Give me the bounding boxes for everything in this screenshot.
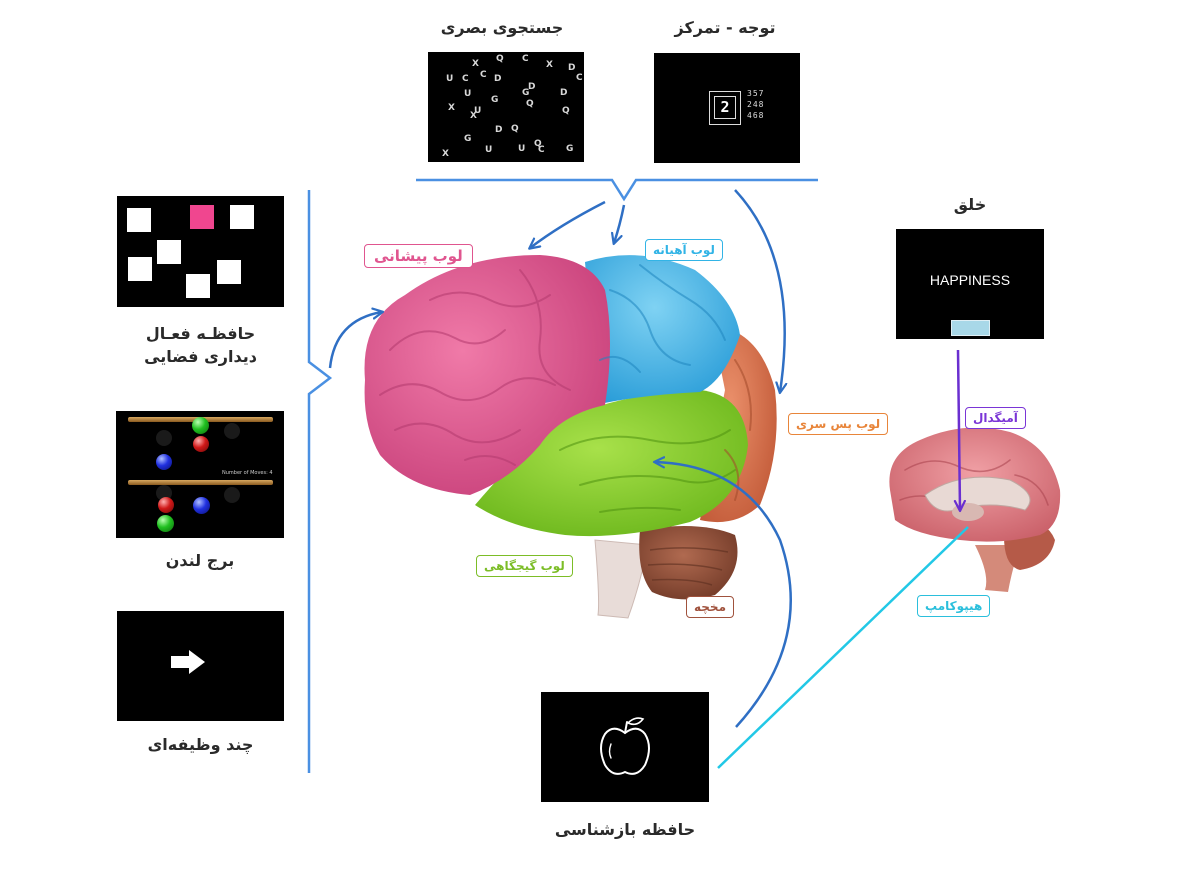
ball-red — [158, 497, 174, 513]
search-letter: D — [560, 88, 567, 98]
search-letter: G — [522, 88, 529, 98]
label-temporal-lobe: لوب گیجگاهی — [476, 555, 573, 577]
ball-green — [157, 515, 174, 532]
ball-black — [224, 423, 240, 439]
attention-caption: توجه - تمرکز — [674, 18, 776, 37]
search-letter: X — [442, 149, 449, 159]
spatial-memory-caption-line1: حافظـه فعـال — [145, 324, 256, 343]
left-bracket — [307, 190, 333, 773]
search-letter: G — [491, 95, 498, 105]
tower-of-london-panel: Number of Moves: 4 — [116, 411, 284, 538]
ball-green — [192, 417, 209, 434]
search-letter: D — [495, 125, 502, 135]
multitasking-caption: چند وظیفه‌ای — [147, 735, 254, 754]
recognition-memory-caption: حافظه بازشناسی — [554, 820, 696, 839]
search-letter: X — [546, 60, 553, 70]
label-hippocampus: هیپوکامپ — [917, 595, 991, 617]
search-letter: C — [480, 70, 487, 80]
search-letter: X — [472, 59, 479, 69]
sagittal-brain — [889, 427, 1061, 592]
label-parietal-lobe: لوب آهیانه — [645, 239, 723, 261]
search-letter: C — [462, 74, 469, 84]
arrow-to-frontal-left — [328, 312, 382, 369]
arrow-to-amygdala — [958, 349, 960, 510]
label-amygdala: آمیگدال — [965, 407, 1026, 429]
temporal-lobe-shape — [475, 390, 748, 537]
emotion-panel: HAPPINESS — [896, 229, 1044, 339]
search-letter: D — [528, 82, 535, 92]
attention-digit-box: 2 — [709, 91, 741, 125]
search-letter: Q — [562, 106, 570, 116]
ball-blue — [156, 454, 172, 470]
spatial-square — [217, 260, 241, 284]
spatial-square — [157, 240, 181, 264]
arrow-to-hippocampus — [717, 526, 969, 769]
top-bracket — [416, 178, 818, 202]
search-letter: U — [464, 89, 471, 99]
search-letter: D — [568, 63, 575, 73]
attention-row-2: 248 — [747, 100, 765, 109]
spatial-square — [230, 205, 254, 229]
ball-blue — [193, 497, 210, 514]
search-letter: Q — [496, 54, 504, 64]
multitasking-panel — [117, 611, 284, 721]
recognition-memory-panel — [541, 692, 709, 802]
search-letter: U — [518, 144, 525, 154]
search-letter: C — [538, 145, 545, 155]
search-letter: C — [522, 54, 529, 64]
emotion-word: HAPPINESS — [929, 272, 1011, 288]
arrow-to-occipital — [734, 189, 785, 392]
attention-row-3: 468 — [747, 111, 765, 120]
parietal-lobe-shape — [585, 255, 740, 405]
emotion-rating-bar — [951, 320, 990, 336]
spatial-square — [186, 274, 210, 298]
ball-black — [224, 487, 240, 503]
search-letter: U — [474, 106, 481, 116]
emotion-caption: خلق — [953, 195, 987, 214]
tower-shelf-bottom — [128, 480, 273, 485]
apple-icon — [600, 717, 650, 775]
spatial-memory-caption-line2: دیداری فضایی — [144, 347, 257, 366]
frontal-lobe-shape — [364, 255, 610, 495]
cerebellum-shape — [639, 526, 738, 600]
arrow-to-frontal — [530, 200, 606, 248]
label-frontal-lobe: لوب پیشانی — [364, 244, 473, 268]
label-occipital-lobe: لوب پس سری — [788, 413, 889, 435]
spatial-memory-panel — [117, 196, 284, 307]
search-letter: X — [448, 103, 455, 113]
main-brain — [364, 255, 777, 619]
search-letter: G — [566, 144, 573, 154]
attention-digit: 2 — [714, 96, 736, 119]
search-letter: D — [494, 74, 501, 84]
search-letter: Q — [534, 139, 542, 149]
ball-red — [193, 436, 209, 452]
arrow-to-temporal — [655, 462, 792, 728]
search-letter: G — [464, 134, 471, 144]
ball-black — [156, 430, 172, 446]
visual-search-caption: جستجوی بصری — [440, 18, 564, 37]
attention-panel: 2 357 248 468 — [654, 53, 800, 163]
attention-row-1: 357 — [747, 89, 765, 98]
moves-text: Number of Moves: 4 — [222, 470, 273, 476]
tower-of-london-caption: برج لندن — [165, 551, 235, 570]
search-letter: U — [485, 145, 492, 155]
search-letter: X — [470, 111, 477, 121]
search-letter: U — [446, 74, 453, 84]
arrow-right-icon — [171, 650, 205, 674]
spatial-square — [128, 257, 152, 281]
search-letter: Q — [511, 124, 519, 134]
spatial-square — [127, 208, 151, 232]
arrow-to-parietal — [614, 204, 626, 243]
spatial-square-highlight — [190, 205, 214, 229]
label-cerebellum: مخچه — [686, 596, 735, 618]
search-letter: Q — [526, 99, 534, 109]
search-letter: C — [576, 73, 583, 83]
